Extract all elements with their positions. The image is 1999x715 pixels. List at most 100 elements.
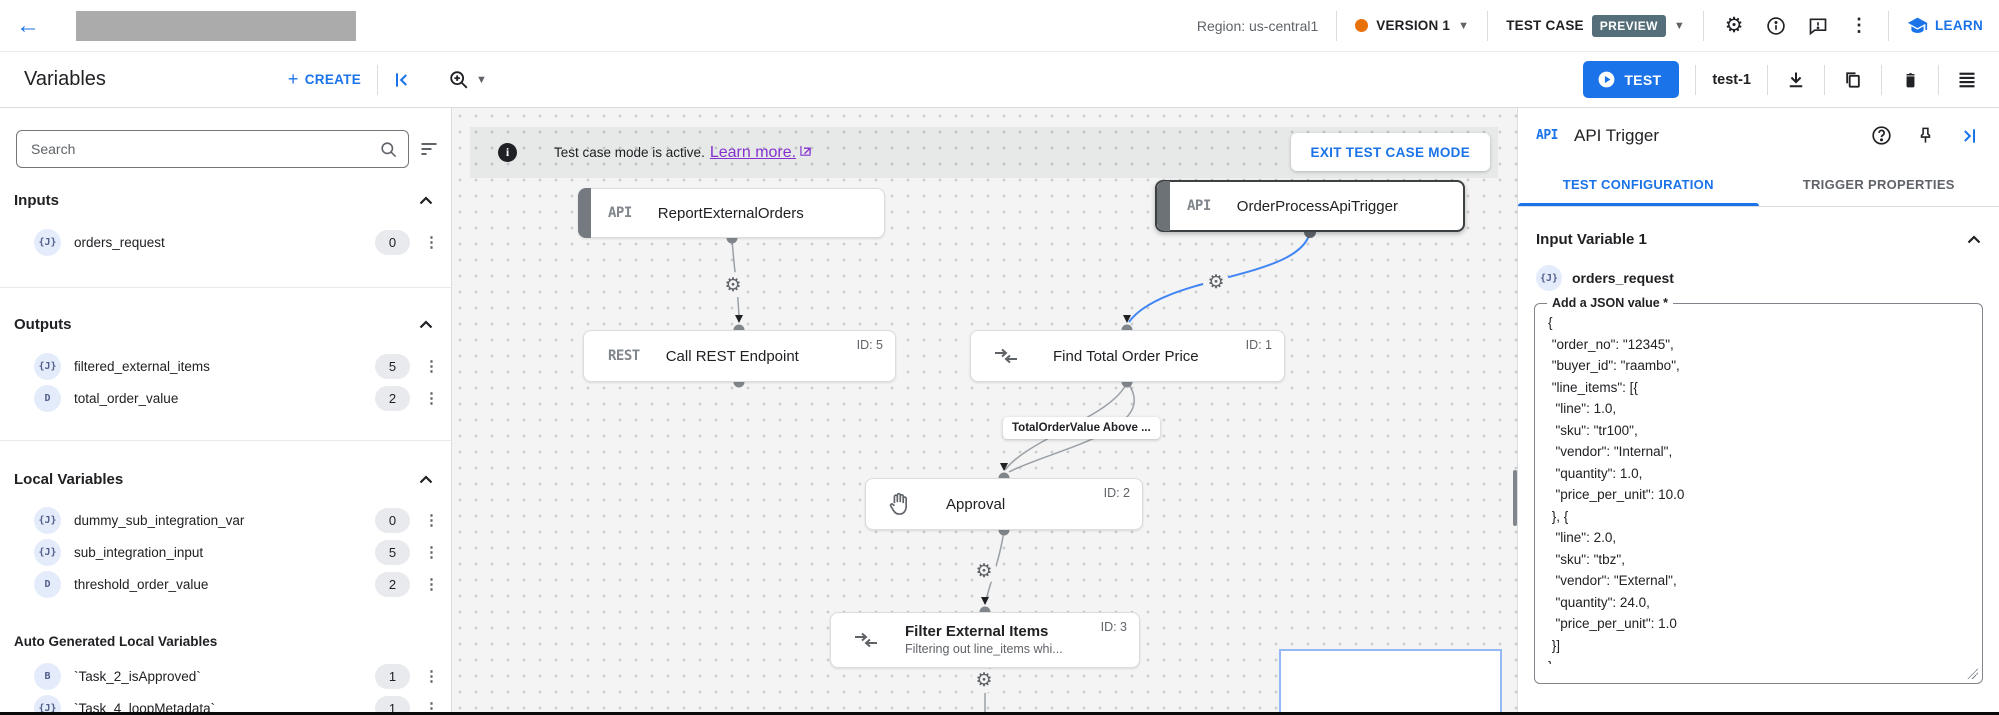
chevron-up-icon[interactable]	[419, 195, 433, 205]
exit-test-case-mode-button[interactable]: EXIT TEST CASE MODE	[1290, 133, 1490, 171]
divider	[0, 287, 451, 288]
node-subtitle: Filtering out line_items whi...	[905, 641, 1063, 656]
edge-gear-icon[interactable]: ⚙	[720, 272, 746, 298]
variable-name: total_order_value	[74, 390, 179, 406]
variable-row[interactable]: B `Task_2_isApproved` 1 ⋮	[0, 660, 451, 692]
node-find-total-order-price[interactable]: Find Total Order Price ID: 1	[970, 330, 1285, 382]
node-order-process-api-trigger[interactable]: API OrderProcessApiTrigger	[1155, 180, 1465, 232]
test-case-selector[interactable]: TEST CASE PREVIEW ▼	[1506, 14, 1685, 37]
chevron-up-icon[interactable]	[419, 319, 433, 329]
divider	[1938, 64, 1939, 95]
tab-trigger-properties[interactable]: TRIGGER PROPERTIES	[1802, 177, 1955, 192]
variable-menu-icon[interactable]: ⋮	[424, 234, 439, 251]
log-list-icon[interactable]	[1955, 68, 1979, 92]
test-case-mode-banner: i Test case mode is active. Learn more. …	[470, 127, 1498, 178]
variable-menu-icon[interactable]: ⋮	[424, 576, 439, 593]
integration-canvas[interactable]: i Test case mode is active. Learn more. …	[452, 108, 1517, 715]
collapse-panel-right-icon[interactable]	[1959, 126, 1979, 146]
json-value-input[interactable]: { "order_no": "12345", "buyer_id": "raam…	[1538, 312, 1979, 664]
divider	[1695, 64, 1697, 95]
variable-menu-icon[interactable]: ⋮	[424, 358, 439, 375]
data-mapping-icon	[853, 631, 879, 649]
collapse-panel-left-icon[interactable]	[392, 70, 412, 90]
filter-sort-icon[interactable]	[419, 141, 439, 157]
chevron-up-icon[interactable]	[419, 474, 433, 484]
info-icon[interactable]	[1764, 14, 1788, 38]
node-accent-bar	[578, 188, 591, 238]
panel-tabs: TEST CONFIGURATION TRIGGER PROPERTIES	[1518, 163, 1999, 207]
edge-gear-icon[interactable]: ⚙	[971, 667, 997, 693]
create-variable-button[interactable]: + CREATE	[288, 69, 361, 90]
api-trigger-badge: API	[1536, 128, 1558, 143]
variable-row[interactable]: D total_order_value 2 ⋮	[0, 382, 451, 414]
variable-row[interactable]: {J} `Task_4_loopMetadata` 1 ⋮	[0, 692, 451, 715]
back-arrow-icon[interactable]: ←	[16, 11, 40, 39]
school-icon	[1907, 17, 1928, 33]
variable-row[interactable]: D threshold_order_value 2 ⋮	[0, 568, 451, 600]
divider	[1881, 64, 1882, 95]
json-type-icon: {J}	[34, 538, 61, 566]
test-button[interactable]: TEST	[1583, 61, 1680, 98]
preview-badge: PREVIEW	[1591, 14, 1666, 37]
json-type-icon: {J}	[1536, 265, 1562, 291]
api-trigger-badge: API	[1187, 198, 1211, 214]
create-label: CREATE	[304, 72, 362, 87]
feedback-icon[interactable]	[1806, 14, 1830, 38]
edge-gear-icon[interactable]: ⚙	[971, 558, 997, 584]
node-filter-external-items[interactable]: Filter External Items Filtering out line…	[830, 612, 1140, 668]
node-title: Approval	[946, 495, 1006, 513]
json-type-icon: {J}	[34, 228, 61, 256]
external-link-icon	[800, 145, 811, 156]
variable-row[interactable]: {J} sub_integration_input 5 ⋮	[0, 536, 451, 568]
variable-menu-icon[interactable]: ⋮	[424, 512, 439, 529]
variable-menu-icon[interactable]: ⋮	[424, 544, 439, 561]
zoom-control[interactable]: ▼	[448, 69, 487, 91]
divider	[0, 440, 451, 441]
variable-menu-icon[interactable]: ⋮	[424, 668, 439, 685]
node-title: Filter External Items	[905, 622, 1049, 640]
section-header-auto-generated: Auto Generated Local Variables	[0, 625, 451, 657]
editor-toolbar: Variables + CREATE ▼ TEST test-1	[0, 52, 1999, 108]
delete-icon[interactable]	[1898, 68, 1922, 92]
variable-row[interactable]: {J} filtered_external_items 5 ⋮	[0, 350, 451, 382]
settings-gear-icon[interactable]: ⚙	[1724, 14, 1744, 37]
node-title: OrderProcessApiTrigger	[1236, 197, 1398, 215]
node-call-rest-endpoint[interactable]: REST Call REST Endpoint ID: 5	[583, 330, 896, 382]
variable-name: orders_request	[74, 234, 165, 250]
divider	[1703, 10, 1704, 41]
copy-icon[interactable]	[1841, 68, 1865, 92]
variable-row[interactable]: {J} dummy_sub_integration_var 0 ⋮	[0, 504, 451, 536]
resize-handle-icon[interactable]	[1967, 668, 1978, 679]
variable-menu-icon[interactable]: ⋮	[424, 700, 439, 715]
download-icon[interactable]	[1784, 68, 1808, 92]
usage-count-badge: 0	[375, 229, 410, 255]
variable-name: filtered_external_items	[74, 358, 210, 374]
divider	[377, 64, 379, 95]
version-selector[interactable]: VERSION 1 ▼	[1355, 18, 1469, 33]
search-box	[16, 130, 409, 168]
tab-test-configuration[interactable]: TEST CONFIGURATION	[1518, 163, 1759, 206]
variable-menu-icon[interactable]: ⋮	[424, 390, 439, 407]
chevron-up-icon[interactable]	[1967, 235, 1981, 244]
usage-count-badge: 5	[375, 539, 410, 565]
node-approval[interactable]: Approval ID: 2	[865, 478, 1143, 530]
pin-icon[interactable]	[1916, 126, 1935, 145]
test-case-name: test-1	[1712, 71, 1751, 88]
more-options-icon[interactable]: ⋮	[1850, 15, 1868, 35]
section-header-inputs: Inputs	[0, 184, 451, 216]
edge-gear-icon[interactable]: ⚙	[1203, 269, 1229, 295]
learn-button[interactable]: LEARN	[1907, 15, 1983, 36]
divider	[1888, 10, 1889, 41]
node-report-external-orders[interactable]: API ReportExternalOrders	[578, 188, 885, 238]
edge-condition-label[interactable]: TotalOrderValue Above ...	[1003, 417, 1160, 439]
selection-region	[1279, 649, 1502, 715]
help-icon[interactable]	[1871, 125, 1892, 146]
divider	[1824, 64, 1825, 95]
search-input[interactable]	[31, 141, 379, 157]
learn-more-link[interactable]: Learn more.	[709, 143, 797, 161]
banner-message: Test case mode is active.	[554, 145, 705, 160]
variable-row[interactable]: {J} orders_request 0 ⋮	[0, 226, 451, 258]
play-icon	[1598, 71, 1615, 88]
canvas-scrollbar[interactable]	[1513, 470, 1517, 526]
section-title: Input Variable 1	[1536, 231, 1647, 248]
